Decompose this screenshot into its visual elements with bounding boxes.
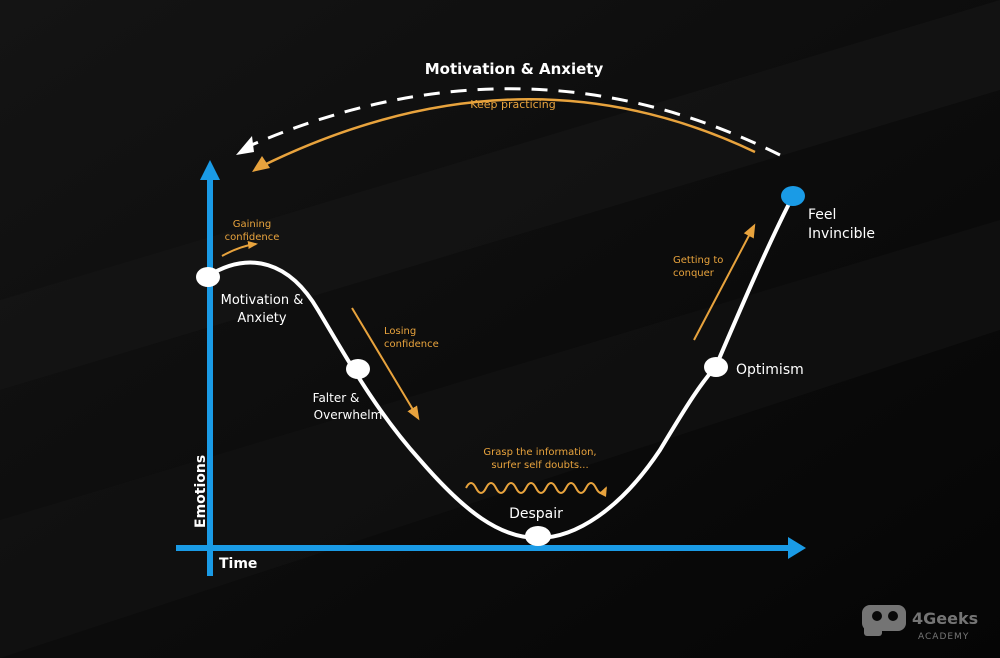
annot-gaining-line2: confidence — [225, 232, 280, 243]
logo-brand: 4Geeks — [912, 609, 978, 628]
logo-sub: ACADEMY — [918, 632, 969, 642]
gaining-arrow — [221, 241, 258, 257]
annot-gaining-line1: Gaining — [233, 219, 271, 230]
dashed-loop-arc — [239, 87, 781, 157]
label-invincible-line2: Invincible — [808, 226, 875, 242]
label-optimism: Optimism — [736, 362, 804, 378]
label-falter-line1: Falter & — [313, 391, 360, 405]
label-invincible-line1: Feel — [808, 207, 836, 223]
annot-getting-line2: conquer — [673, 268, 715, 279]
x-axis-arrowhead — [788, 537, 806, 559]
marker-falter — [346, 359, 370, 379]
annot-grasp-line2: surfer self doubts... — [491, 460, 588, 471]
logo: 4Geeks ACADEMY — [862, 605, 978, 642]
annot-grasp-line1: Grasp the information, — [483, 447, 596, 458]
label-motivation-line2: Anxiety — [237, 311, 287, 326]
dashed-loop-arrowhead — [236, 136, 254, 155]
marker-invincible — [781, 186, 805, 206]
label-motivation-line1: Motivation & — [221, 293, 304, 308]
loop-label: Keep practicing — [470, 98, 555, 111]
top-label: Motivation & Anxiety — [425, 60, 604, 78]
annot-getting-line1: Getting to — [673, 255, 723, 266]
losing-arrow — [351, 307, 420, 421]
orange-loop-arrowhead — [252, 156, 270, 172]
label-falter-line2: Overwhelm — [314, 408, 383, 422]
y-axis-arrowhead — [200, 160, 220, 180]
wavy-arrow — [465, 482, 607, 497]
annot-losing-line2: confidence — [384, 339, 439, 350]
background-band — [0, 0, 1000, 390]
x-axis-label: Time — [219, 556, 257, 572]
getting-arrow — [693, 223, 756, 341]
marker-motivation — [196, 267, 220, 287]
marker-despair — [525, 526, 551, 546]
marker-optimism — [704, 357, 728, 377]
annot-losing-line1: Losing — [384, 326, 416, 337]
label-despair: Despair — [509, 506, 563, 522]
orange-loop-arc — [261, 98, 756, 168]
y-axis-label: Emotions — [193, 455, 209, 528]
